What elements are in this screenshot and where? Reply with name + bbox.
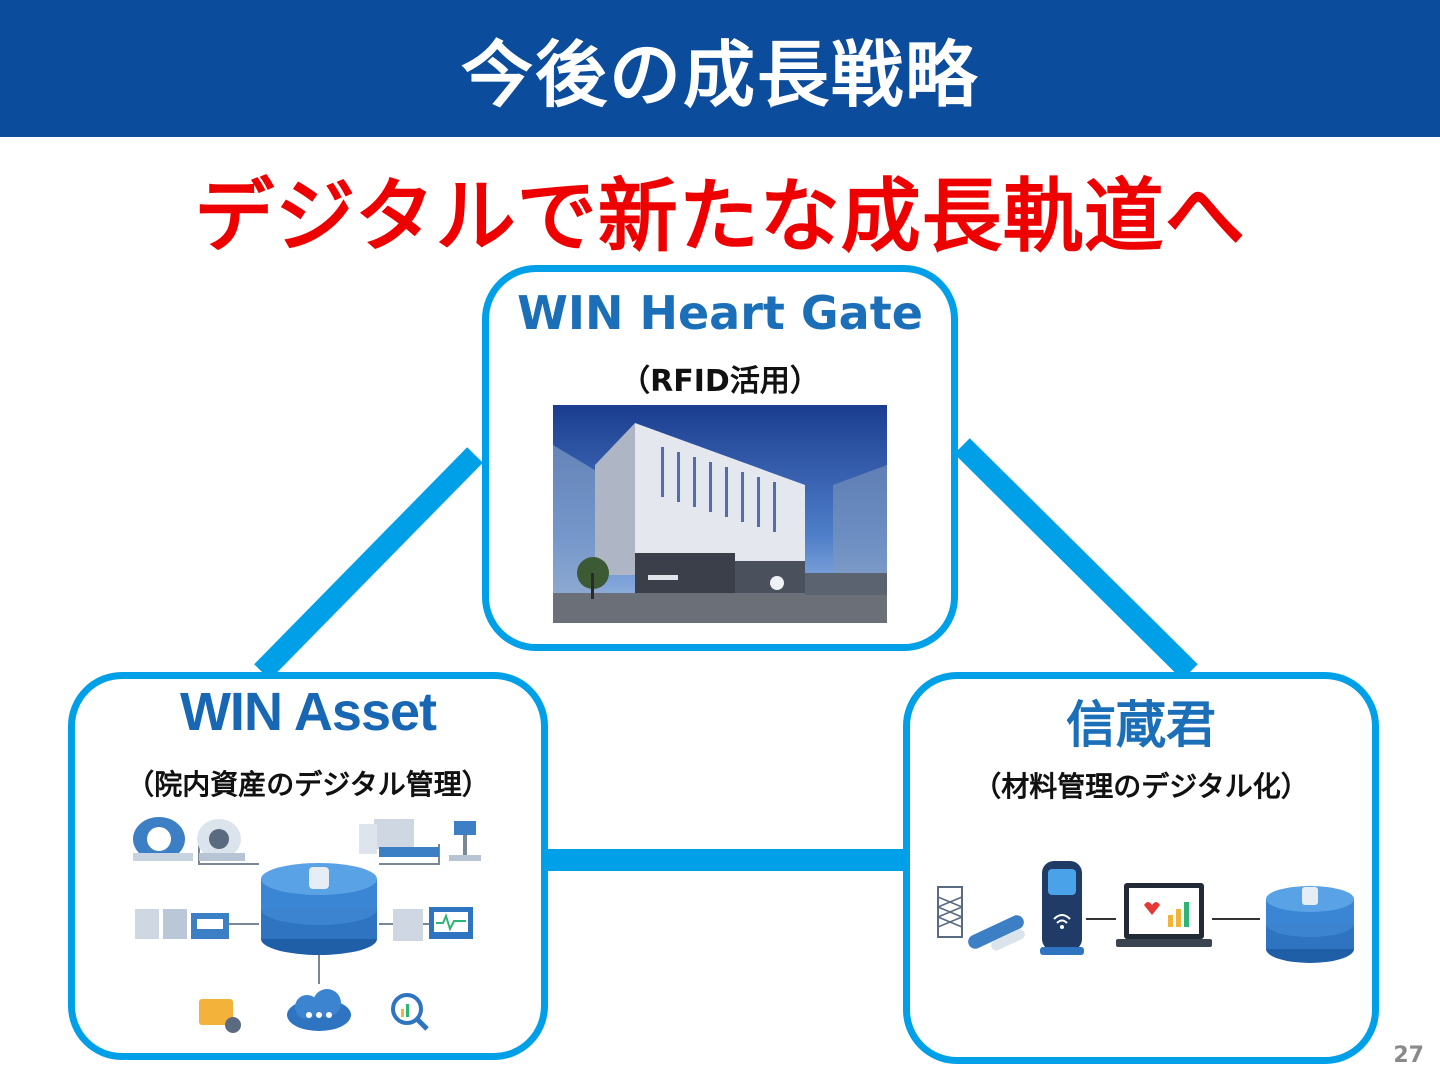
page-number: 27 xyxy=(1393,1043,1424,1068)
catheter-icon xyxy=(968,915,1025,951)
patient-monitor-icon xyxy=(393,907,473,941)
connector-top-left xyxy=(254,447,483,680)
database-icon xyxy=(261,863,377,955)
shinzoukun-subtitle: （材料管理のデジタル化） xyxy=(973,770,1309,803)
win-asset-card: WIN Asset （院内資産のデジタル管理） xyxy=(68,672,548,1060)
asset-network-illustration xyxy=(133,817,481,1033)
infusion-pump-icon xyxy=(135,909,229,939)
surgical-robot-icon xyxy=(449,821,481,861)
xray-machine-icon xyxy=(359,819,439,857)
folder-settings-icon xyxy=(199,999,241,1033)
win-heart-gate-title: WIN Heart Gate xyxy=(517,286,923,340)
win-heart-gate-card: WIN Heart Gate （RFID活用） xyxy=(482,265,958,651)
building-photo xyxy=(553,405,887,623)
connector-top-right xyxy=(954,438,1198,680)
stent-icon xyxy=(937,886,963,938)
win-asset-title: WIN Asset xyxy=(179,682,437,742)
page-title: 今後の成長戦略 xyxy=(460,33,979,117)
shinzoukun-title: 信蔵君 xyxy=(1066,696,1216,754)
database-icon xyxy=(1266,886,1354,963)
laptop-icon xyxy=(1116,883,1212,947)
rfid-scanner-icon xyxy=(1040,861,1084,955)
win-asset-subtitle: （院内資産のデジタル管理） xyxy=(126,768,490,801)
cloud-network-icon xyxy=(287,989,351,1031)
material-management-illustration xyxy=(937,861,1354,963)
slide-subtitle: デジタルで新たな成長軌道へ xyxy=(194,170,1246,263)
mri-scanner-icon xyxy=(133,817,193,861)
analytics-magnifier-icon xyxy=(391,993,429,1031)
shinzoukun-card: 信蔵君 （材料管理のデジタル化） xyxy=(903,672,1379,1064)
win-heart-gate-subtitle: （RFID活用） xyxy=(620,364,820,399)
header-bar: 今後の成長戦略 xyxy=(0,0,1440,137)
ct-scanner-icon xyxy=(197,819,245,861)
